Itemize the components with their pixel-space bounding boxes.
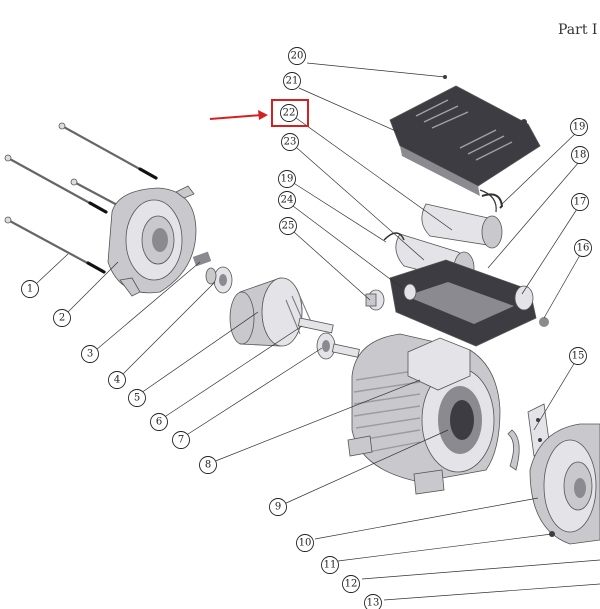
callout-cover-screw: 20 bbox=[288, 47, 306, 65]
callout-circle bbox=[571, 193, 589, 211]
leader-lines bbox=[36, 62, 600, 601]
callout-stator-winding: 9 bbox=[269, 498, 287, 516]
callout-circle bbox=[81, 345, 99, 363]
callout-circle bbox=[570, 118, 588, 136]
callout-circle bbox=[278, 191, 296, 209]
callout-circle bbox=[53, 309, 71, 327]
callout-number: 18 bbox=[574, 150, 587, 161]
callout-circle bbox=[108, 371, 126, 389]
callout-screw: 11 bbox=[321, 556, 339, 574]
callout-number: 21 bbox=[286, 76, 299, 87]
callout-number: 1 bbox=[27, 284, 33, 295]
callout-number: 24 bbox=[281, 195, 294, 206]
start-capacitor bbox=[421, 189, 503, 249]
highlight-box bbox=[271, 99, 309, 127]
callout-cable-gland: 25 bbox=[279, 217, 297, 235]
rear-end-shield bbox=[529, 423, 600, 545]
callout-circle bbox=[321, 556, 339, 574]
callout-switch-bracket: 15 bbox=[569, 347, 587, 365]
callout-through-bolt: 1 bbox=[21, 280, 39, 298]
callout-number: 17 bbox=[574, 197, 587, 208]
callout-number: 15 bbox=[572, 351, 585, 362]
callout-circle bbox=[21, 280, 39, 298]
callout-circle bbox=[296, 534, 314, 552]
callout-number: 6 bbox=[156, 417, 162, 428]
callout-circle bbox=[278, 170, 296, 188]
through-bolts bbox=[4, 122, 158, 274]
callout-number: 16 bbox=[577, 243, 590, 254]
rotor bbox=[229, 277, 360, 360]
highlight-arrow bbox=[209, 110, 268, 120]
callout-number: 20 bbox=[291, 51, 304, 62]
callout-circle bbox=[569, 347, 587, 365]
callout-number: 22 bbox=[283, 108, 296, 119]
front-bearing bbox=[192, 251, 233, 294]
callout-front-bearing: 3 bbox=[81, 345, 99, 363]
callout-front-end-shield: 2 bbox=[53, 309, 71, 327]
callout-number: 4 bbox=[114, 375, 120, 386]
callout-circle bbox=[342, 575, 360, 593]
callout-rotor: 5 bbox=[128, 389, 146, 407]
callout-number: 19 bbox=[573, 122, 586, 133]
callout-capacitor-strap: 19 bbox=[570, 118, 588, 136]
callout-fan: 12 bbox=[342, 575, 360, 593]
callout-terminal-box-gasket: 24 bbox=[278, 191, 296, 209]
callout-circle bbox=[283, 72, 301, 90]
callout-number: 12 bbox=[345, 579, 358, 590]
callout-circle bbox=[280, 104, 298, 122]
callout-number: 11 bbox=[324, 560, 337, 571]
callout-capacitor-clamp: 18 bbox=[571, 146, 589, 164]
callout-circle bbox=[269, 498, 287, 516]
callout-number: 13 bbox=[367, 598, 380, 609]
callout-fan-cover: 13 bbox=[364, 594, 382, 609]
callout-number: 5 bbox=[134, 393, 140, 404]
callout-circle bbox=[279, 217, 297, 235]
callout-circle bbox=[172, 431, 190, 449]
front-end-shield bbox=[107, 185, 197, 297]
callout-start-capacitor: 22 bbox=[280, 104, 298, 122]
callout-terminal-box-base: 17 bbox=[571, 193, 589, 211]
callout-circle bbox=[199, 456, 217, 474]
callout-number: 2 bbox=[59, 313, 65, 324]
callout-wave-washer: 4 bbox=[108, 371, 126, 389]
callout-circle bbox=[128, 389, 146, 407]
callout-number: 19 bbox=[281, 174, 294, 185]
callout-number: 23 bbox=[284, 137, 297, 148]
callout-terminal-box-cover: 21 bbox=[283, 72, 301, 90]
callout-capacitor-strap-lower: 19 bbox=[278, 170, 296, 188]
callout-circle bbox=[281, 133, 299, 151]
stator-housing bbox=[347, 333, 501, 495]
callout-circle bbox=[288, 47, 306, 65]
callout-terminal-screw: 16 bbox=[574, 239, 592, 257]
callout-circle bbox=[574, 239, 592, 257]
callout-rear-bearing: 7 bbox=[172, 431, 190, 449]
terminal-box-cover bbox=[389, 75, 541, 196]
callout-circle bbox=[150, 413, 168, 431]
callout-centrifugal-switch: 6 bbox=[150, 413, 168, 431]
callout-number: 8 bbox=[205, 460, 211, 471]
callout-circle bbox=[571, 146, 589, 164]
part-label: Part I bbox=[558, 22, 597, 38]
terminal-box-base bbox=[365, 259, 549, 347]
callout-rear-end-shield: 10 bbox=[296, 534, 314, 552]
callout-number: 10 bbox=[299, 538, 312, 549]
callout-stator-housing: 8 bbox=[199, 456, 217, 474]
callout-number: 25 bbox=[282, 221, 295, 232]
callout-run-capacitor: 23 bbox=[281, 133, 299, 151]
callout-circle bbox=[364, 594, 382, 609]
callout-group: 1234567891011121315161718191920212223242… bbox=[21, 47, 592, 609]
callout-number: 9 bbox=[275, 502, 281, 513]
callout-number: 7 bbox=[178, 435, 184, 446]
callout-number: 3 bbox=[87, 349, 93, 360]
